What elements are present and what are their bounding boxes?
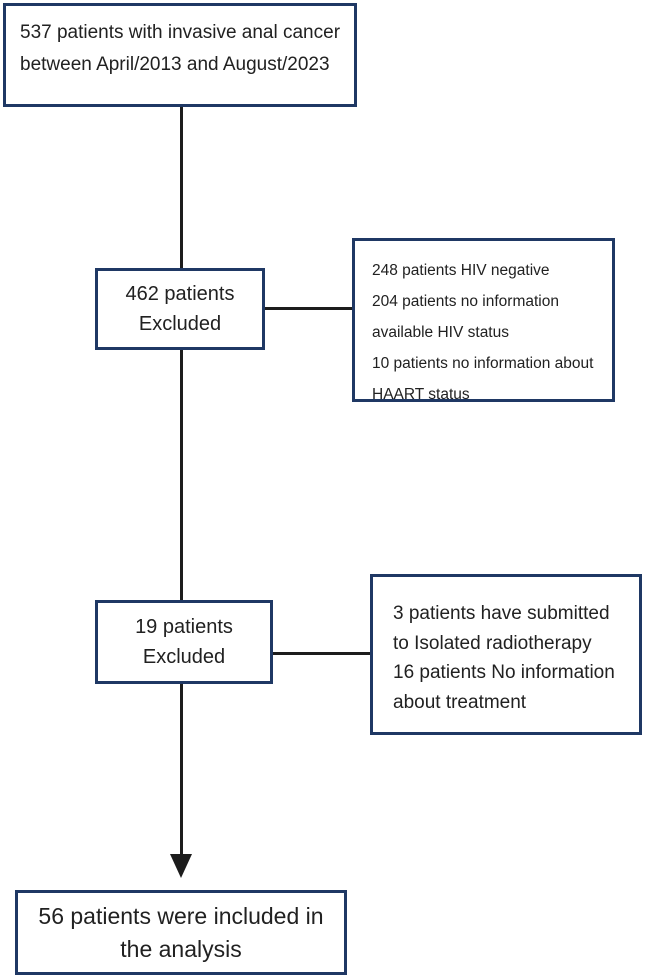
text-line: 204 patients no information bbox=[372, 293, 559, 310]
hiv-exclusion-reasons-box: 248 patients HIV negative 204 patients n… bbox=[352, 238, 615, 403]
text-line: 3 patients have submitted bbox=[393, 603, 610, 624]
enrollment-box: 537 patients with invasive anal cancer b… bbox=[3, 3, 357, 107]
excluded-19-box: 19 patients Excluded bbox=[95, 600, 273, 684]
down-arrowhead-icon bbox=[170, 854, 192, 878]
text-line: 462 patients bbox=[125, 283, 235, 305]
text-line: 248 patients HIV negative bbox=[372, 262, 550, 279]
text-line: 10 patients no information about bbox=[372, 355, 594, 372]
text-line: 19 patients bbox=[135, 616, 233, 638]
text-line: the analysis bbox=[120, 935, 242, 962]
treatment-exclusion-reasons-box: 3 patients have submitted to Isolated ra… bbox=[370, 574, 642, 735]
connector-to-hiv-exclusions bbox=[265, 307, 352, 310]
text-line: about treatment bbox=[393, 691, 527, 713]
text-line: Excluded bbox=[138, 313, 222, 335]
text-line: to Isolated radiotherapy bbox=[393, 632, 592, 654]
text-line: HAART status bbox=[372, 386, 470, 403]
text-line: Excluded bbox=[142, 646, 226, 668]
main-flow-line bbox=[180, 106, 183, 854]
excluded-462-box: 462 patients Excluded bbox=[95, 268, 265, 350]
connector-to-treatment-exclusions bbox=[273, 652, 370, 655]
text-line: 537 patients with invasive anal cancer bbox=[20, 22, 341, 43]
included-in-analysis-box: 56 patients were included in the analysi… bbox=[15, 890, 347, 975]
text-line: 56 patients were included in bbox=[38, 902, 324, 929]
text-line: 16 patients No information bbox=[393, 662, 615, 683]
text-line: available HIV status bbox=[372, 324, 509, 341]
text-line: between April/2013 and August/2023 bbox=[20, 54, 330, 75]
